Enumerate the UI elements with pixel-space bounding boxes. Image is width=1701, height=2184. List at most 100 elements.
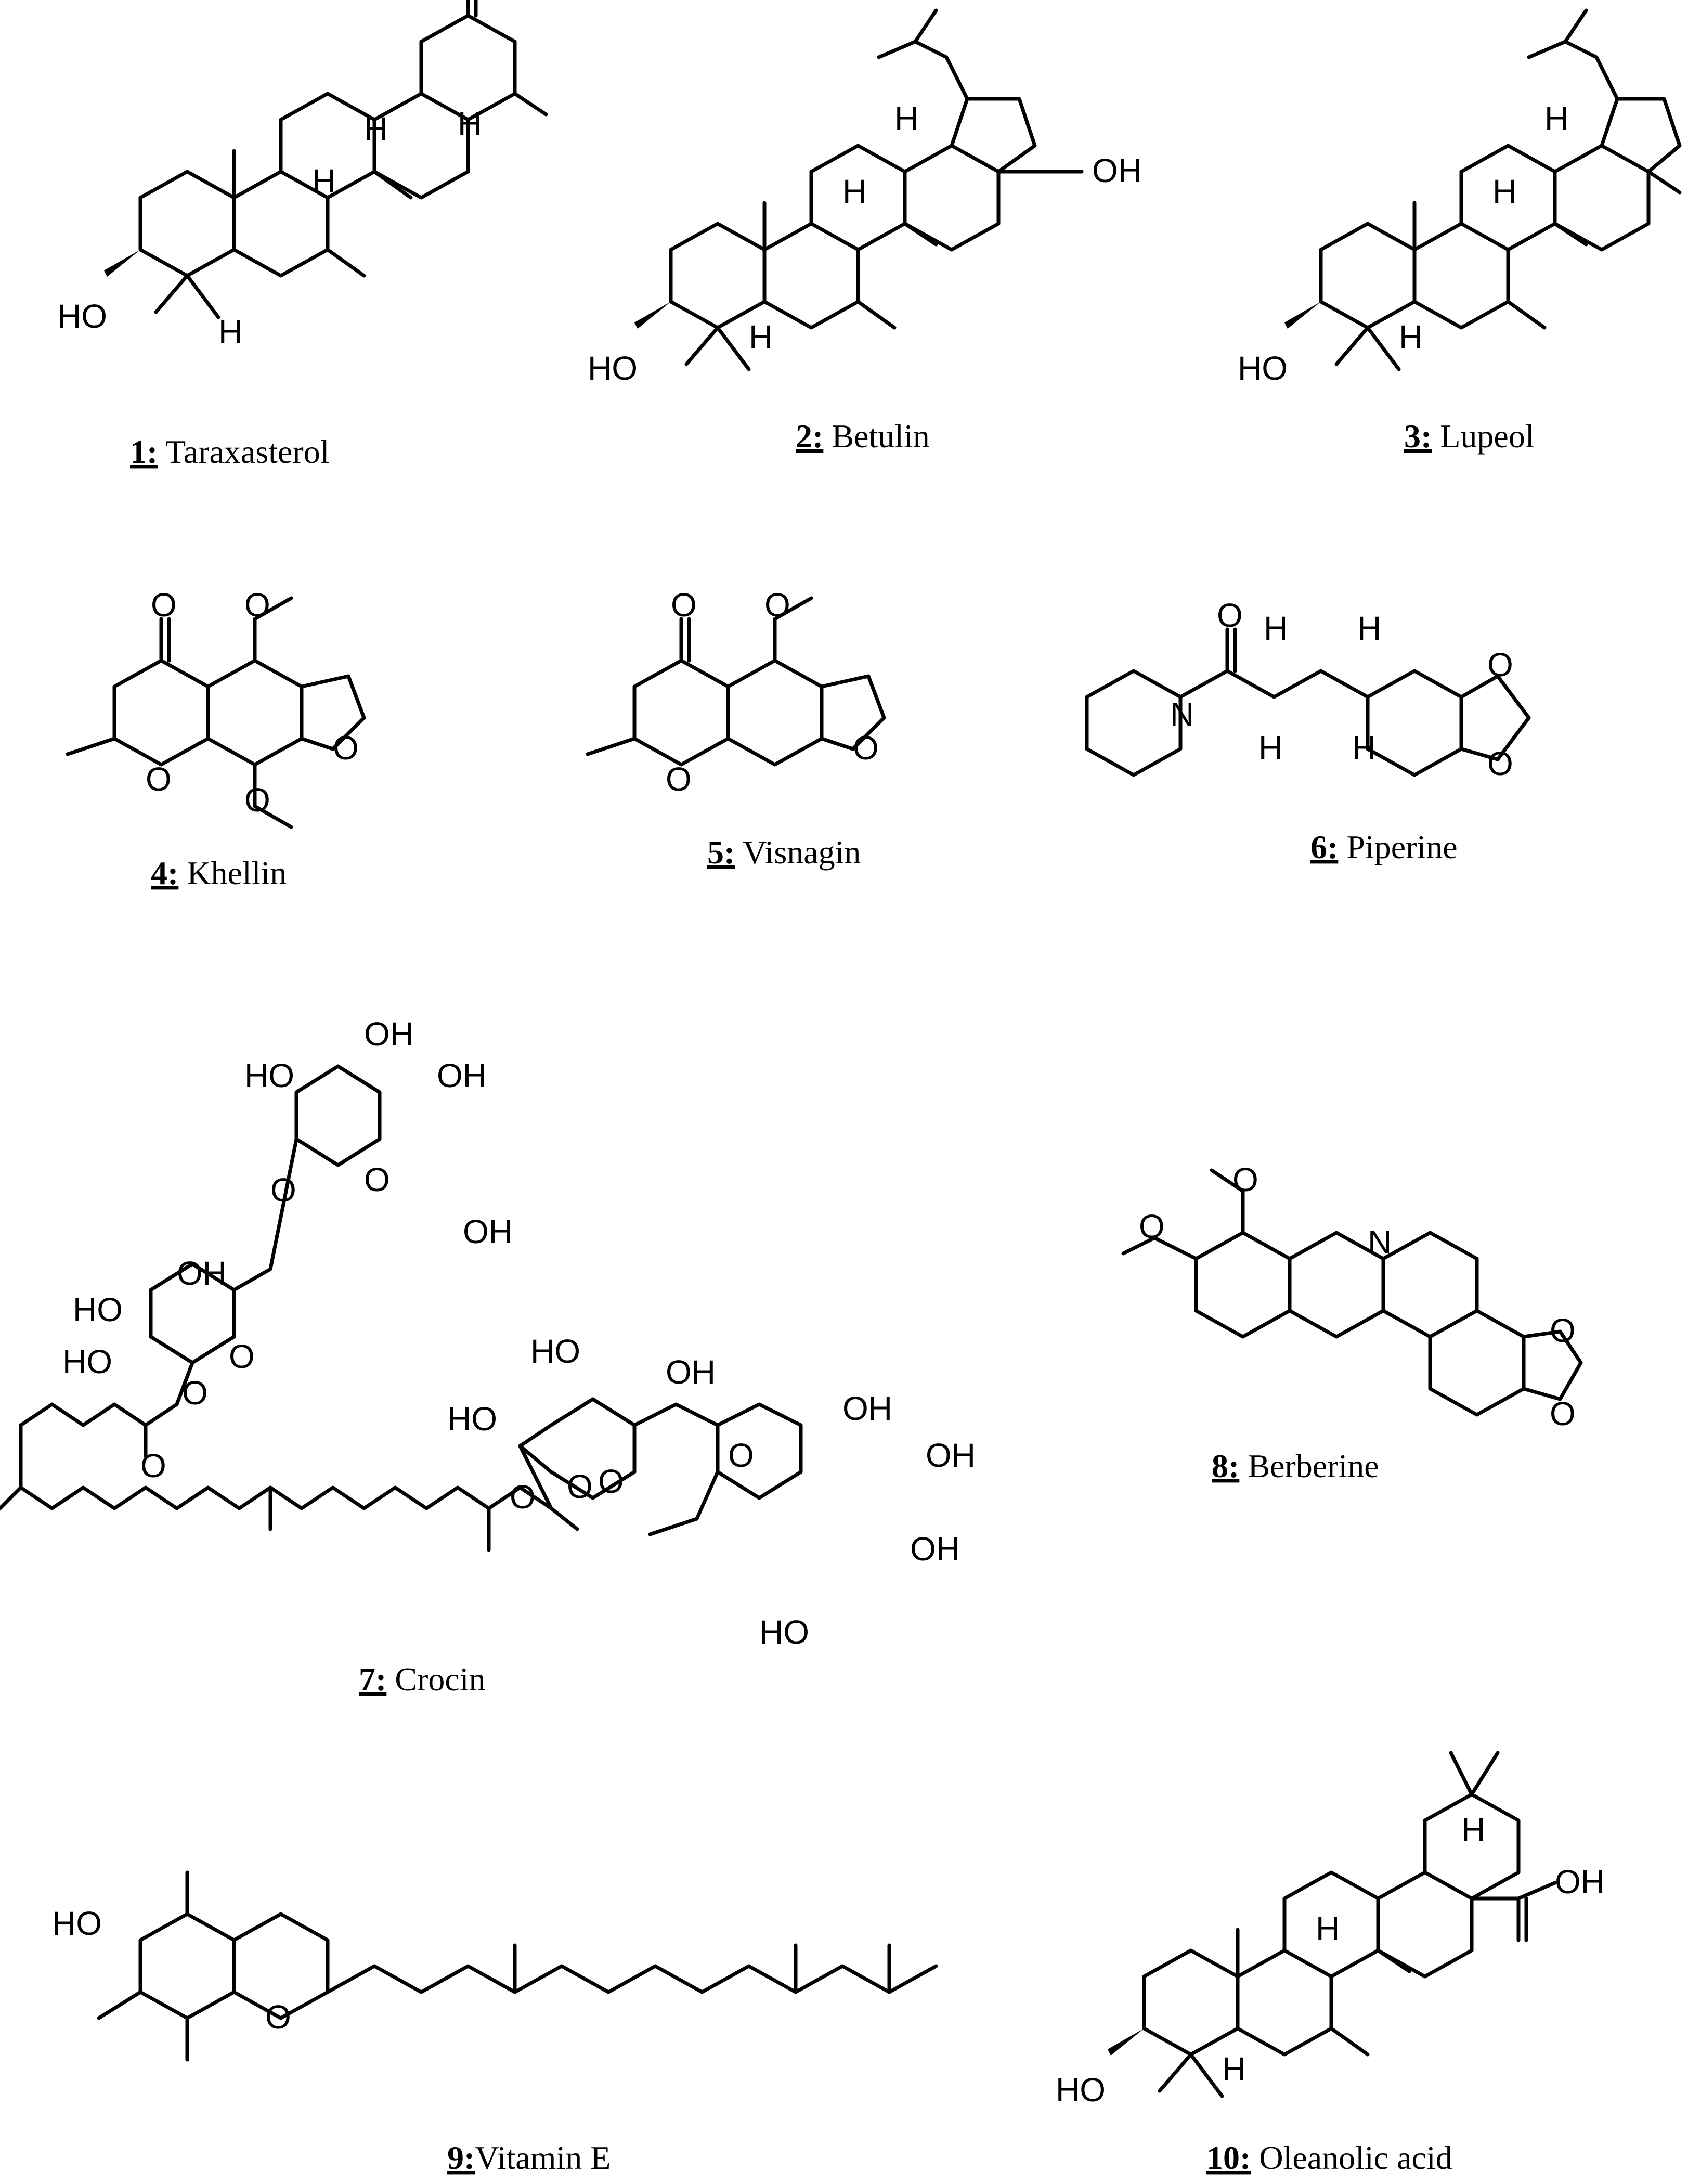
atom-label-h: H bbox=[364, 110, 388, 148]
compound-name: Taraxasterol bbox=[165, 433, 329, 470]
atom-label-o: O bbox=[764, 586, 790, 624]
atom-label-h: H bbox=[218, 313, 242, 351]
caption-7: 7: Crocin bbox=[359, 1661, 486, 1698]
atom-label-ho: HO bbox=[73, 1291, 123, 1328]
atom-label-o: O bbox=[140, 1447, 166, 1484]
atom-label-h: H bbox=[749, 318, 773, 356]
atom-label-o: O bbox=[598, 1463, 624, 1500]
structure-taraxasterol: HO H H H H bbox=[57, 0, 548, 351]
atom-label-n: N bbox=[1170, 695, 1194, 733]
atom-label-o: O bbox=[666, 760, 692, 798]
atom-label-o: O bbox=[510, 1478, 536, 1516]
atom-label-oh: OH bbox=[437, 1057, 487, 1094]
compound-number: 7 bbox=[359, 1661, 375, 1698]
atom-label-ho: HO bbox=[530, 1333, 580, 1370]
separator: : bbox=[375, 1661, 386, 1698]
separator: : bbox=[167, 855, 178, 891]
atom-label-oh: OH bbox=[910, 1530, 960, 1568]
atom-label-h: H bbox=[842, 173, 866, 210]
atom-label-o: O bbox=[1487, 745, 1513, 782]
atom-label-o: O bbox=[1487, 646, 1513, 683]
atom-label-o: O bbox=[1232, 1161, 1258, 1198]
compound-name: Piperine bbox=[1346, 829, 1457, 865]
compound-number: 10 bbox=[1206, 2139, 1240, 2176]
atom-label-o: O bbox=[182, 1374, 208, 1412]
separator: : bbox=[1421, 418, 1432, 455]
structure-khellin: O O O O O bbox=[66, 586, 366, 829]
caption-8: 8: Berberine bbox=[1212, 1448, 1379, 1484]
compound-name: Vitamin E bbox=[475, 2139, 611, 2176]
atom-label-o: O bbox=[244, 781, 270, 819]
atom-label-h: H bbox=[1461, 1811, 1485, 1849]
atom-label-h: H bbox=[1352, 729, 1376, 767]
atom-label-o: O bbox=[244, 586, 270, 624]
atom-label-oh: OH bbox=[842, 1390, 892, 1427]
compound-number: 4 bbox=[151, 855, 167, 891]
compound-number: 9 bbox=[447, 2139, 464, 2176]
atom-label-h: H bbox=[894, 100, 918, 137]
atom-label-h: H bbox=[1544, 100, 1568, 137]
atom-label-h: H bbox=[1316, 1910, 1340, 1947]
atom-label-h: H bbox=[1222, 2050, 1246, 2088]
atom-label-o: O bbox=[1550, 1312, 1576, 1349]
caption-10: 10: Oleanolic acid bbox=[1206, 2139, 1452, 2176]
atom-label-h: H bbox=[312, 162, 336, 200]
compound-number: 1 bbox=[130, 433, 147, 470]
atom-label-o: O bbox=[1550, 1395, 1576, 1432]
atom-label-ho: HO bbox=[57, 298, 107, 335]
structure-piperine: N O O O H H H H bbox=[1085, 597, 1531, 782]
atom-label-o: O bbox=[853, 729, 879, 767]
atom-label-h: H bbox=[1492, 173, 1516, 210]
separator: : bbox=[812, 418, 823, 455]
atom-label-o: O bbox=[333, 729, 359, 767]
structure-lupeol: HO H H H bbox=[1238, 8, 1682, 387]
atom-label-ho: HO bbox=[52, 1905, 102, 1942]
atom-label-oh: OH bbox=[364, 1015, 414, 1053]
atom-label-o: O bbox=[229, 1338, 255, 1375]
structure-betulin: HO OH H H H bbox=[588, 8, 1142, 387]
separator: : bbox=[1228, 1448, 1239, 1484]
atom-label-oh: OH bbox=[1092, 152, 1142, 189]
caption-2: 2: Betulin bbox=[796, 418, 930, 455]
atom-label-ho: HO bbox=[588, 350, 638, 387]
atom-label-ho: HO bbox=[244, 1057, 294, 1094]
atom-label-oh: OH bbox=[463, 1213, 513, 1250]
atom-label-o: O bbox=[1217, 597, 1243, 634]
atom-label-h: H bbox=[458, 105, 482, 143]
atom-label-o: O bbox=[364, 1161, 390, 1198]
atom-label-o: O bbox=[567, 1468, 593, 1505]
atom-label-o: O bbox=[265, 1998, 291, 2036]
caption-6: 6: Piperine bbox=[1310, 829, 1458, 865]
atom-label-o: O bbox=[728, 1437, 754, 1474]
separator: : bbox=[1240, 2139, 1251, 2176]
atom-label-h: H bbox=[1399, 318, 1423, 356]
atom-label-oh: OH bbox=[1555, 1863, 1605, 1901]
atom-label-h: H bbox=[1258, 729, 1282, 767]
caption-1: 1: Taraxasterol bbox=[130, 433, 330, 470]
atom-label-ho: HO bbox=[447, 1400, 497, 1438]
atom-label-o: O bbox=[146, 760, 172, 798]
caption-5: 5: Visnagin bbox=[707, 834, 861, 871]
compound-name: Visnagin bbox=[743, 834, 861, 871]
atom-label-h: H bbox=[1357, 610, 1381, 647]
structure-visnagin: O O O O bbox=[586, 586, 886, 798]
compound-number: 2 bbox=[796, 418, 812, 455]
compound-number: 3 bbox=[1404, 418, 1421, 455]
compound-number: 6 bbox=[1310, 829, 1327, 865]
compound-name: Betulin bbox=[832, 418, 929, 455]
compound-name: Berberine bbox=[1248, 1448, 1379, 1484]
atom-label-o: O bbox=[270, 1171, 296, 1209]
atom-label-ho: HO bbox=[759, 1613, 809, 1651]
structure-crocin: HO HO OH HO OH OH OH O O O O O O O O O H… bbox=[0, 1015, 976, 1651]
atom-label-o: O bbox=[1139, 1208, 1165, 1245]
atom-label-oh: OH bbox=[926, 1437, 976, 1474]
compound-number: 5 bbox=[707, 834, 724, 871]
compound-name: Oleanolic acid bbox=[1259, 2139, 1452, 2176]
structure-oleanolic-acid: HO OH H H H bbox=[1056, 1751, 1605, 2109]
structure-vitamin-e: HO O bbox=[52, 1870, 938, 2062]
separator: : bbox=[464, 2139, 475, 2176]
caption-3: 3: Lupeol bbox=[1404, 418, 1535, 455]
caption-4: 4: Khellin bbox=[151, 855, 287, 891]
atom-label-ho: HO bbox=[62, 1343, 112, 1380]
